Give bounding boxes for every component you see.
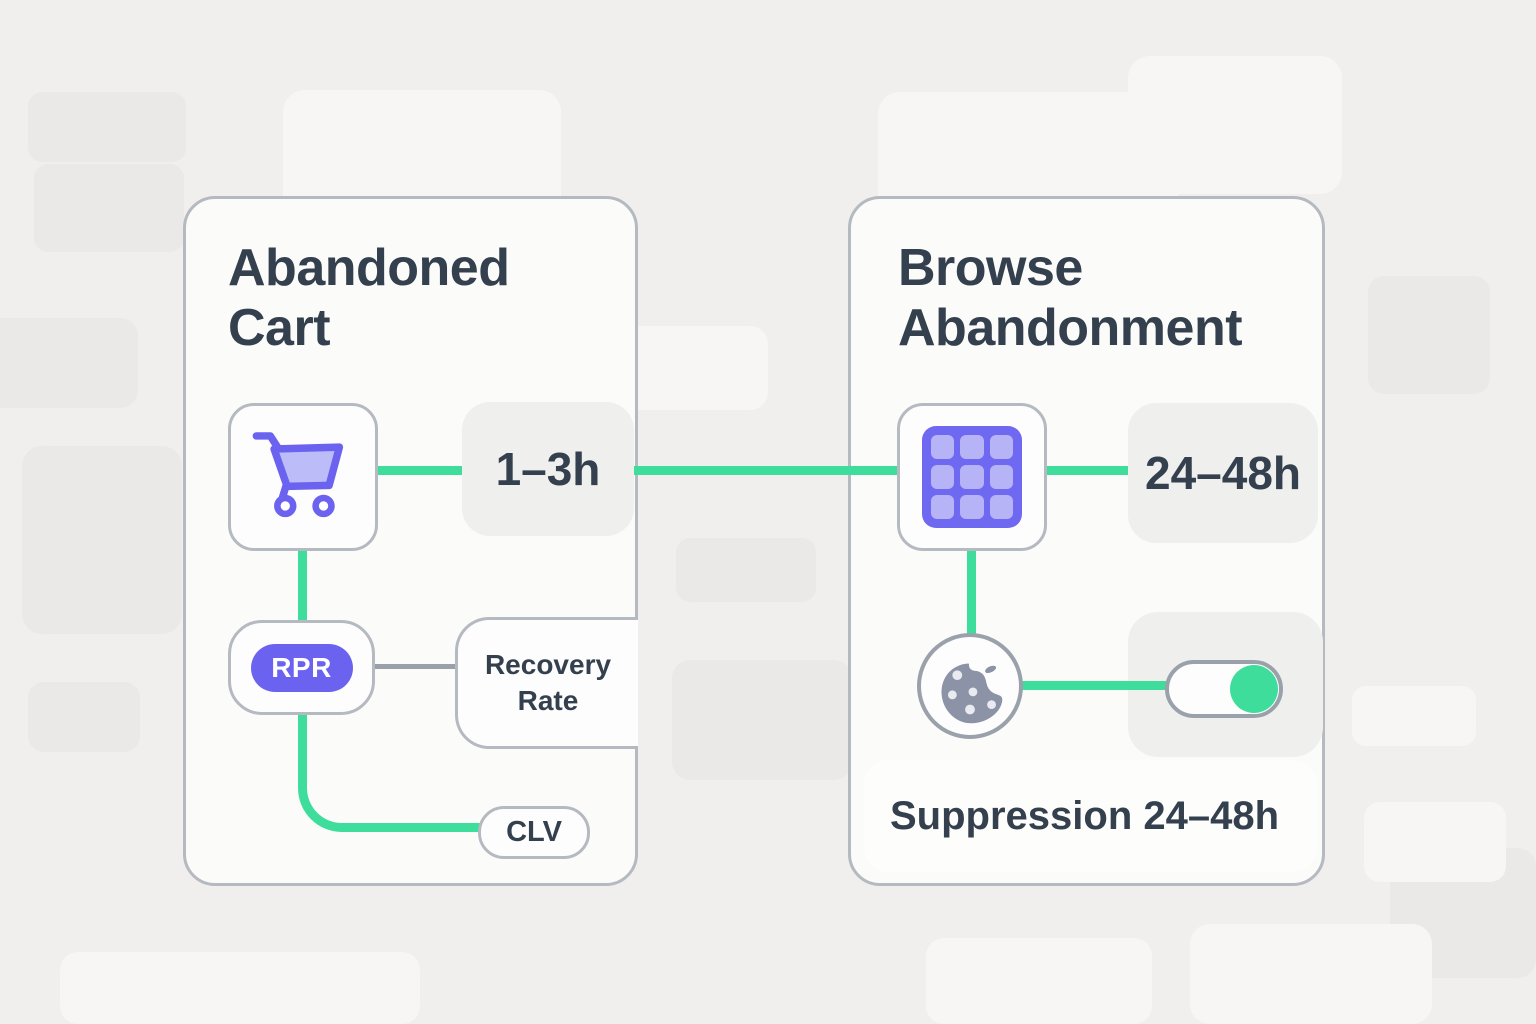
background-tile bbox=[22, 446, 182, 634]
grid-cell bbox=[989, 435, 1013, 459]
rpr-badge: RPR bbox=[250, 643, 353, 692]
cart-node bbox=[228, 403, 378, 551]
background-tile bbox=[1368, 276, 1490, 394]
background-tile bbox=[676, 538, 816, 602]
clv-node: CLV bbox=[478, 806, 590, 859]
flow-connector-cookie-to-toggle bbox=[1015, 681, 1175, 690]
flow-connector-grid-to-cookie bbox=[967, 545, 976, 645]
grid-cell bbox=[931, 465, 955, 489]
background-tile bbox=[1190, 924, 1432, 1024]
flow-connector-cart-to-rpr bbox=[298, 540, 307, 635]
product-grid-node bbox=[897, 403, 1047, 551]
shopping-cart-icon bbox=[252, 432, 344, 518]
grid-cell bbox=[960, 435, 984, 459]
background-tile bbox=[34, 164, 184, 252]
flow-connector-rpr-to-recovery bbox=[370, 664, 460, 669]
product-grid-icon bbox=[922, 426, 1022, 528]
background-tile bbox=[28, 92, 186, 162]
toggle-knob-icon bbox=[1230, 665, 1278, 713]
background-tile bbox=[60, 952, 420, 1024]
page-title-browse-abandonment: Browse Abandonment bbox=[898, 239, 1243, 357]
background-tile bbox=[618, 326, 768, 410]
background-tile bbox=[926, 938, 1152, 1024]
grid-cell bbox=[989, 465, 1013, 489]
grid-cell bbox=[960, 465, 984, 489]
grid-cell bbox=[960, 495, 984, 519]
background-tile bbox=[28, 682, 140, 752]
grid-cell bbox=[989, 495, 1013, 519]
flow-connector-main bbox=[350, 466, 1135, 475]
cookie-icon bbox=[941, 663, 1003, 724]
page-title-abandoned-cart: Abandoned Cart bbox=[228, 239, 510, 357]
recovery-rate-node: Recovery Rate bbox=[455, 617, 638, 749]
background-tile bbox=[1128, 56, 1342, 194]
delay-panel-right bbox=[1128, 403, 1318, 543]
suppression-toggle[interactable] bbox=[1165, 660, 1283, 718]
rpr-node: RPR bbox=[228, 620, 375, 715]
grid-cell bbox=[931, 495, 955, 519]
delay-label-right: 24–48h bbox=[1144, 447, 1301, 499]
background-tile bbox=[1352, 686, 1476, 746]
background-tile bbox=[672, 660, 852, 780]
suppression-panel bbox=[864, 760, 1317, 872]
cookie-node bbox=[917, 633, 1023, 739]
flow-connector-rpr-to-clv bbox=[298, 705, 484, 832]
delay-label-left: 1–3h bbox=[495, 443, 601, 495]
delay-panel-left bbox=[462, 402, 634, 536]
grid-cell bbox=[931, 435, 955, 459]
background-tile bbox=[0, 318, 138, 408]
suppression-label: Suppression 24–48h bbox=[890, 793, 1280, 838]
background-tile bbox=[1364, 802, 1506, 882]
